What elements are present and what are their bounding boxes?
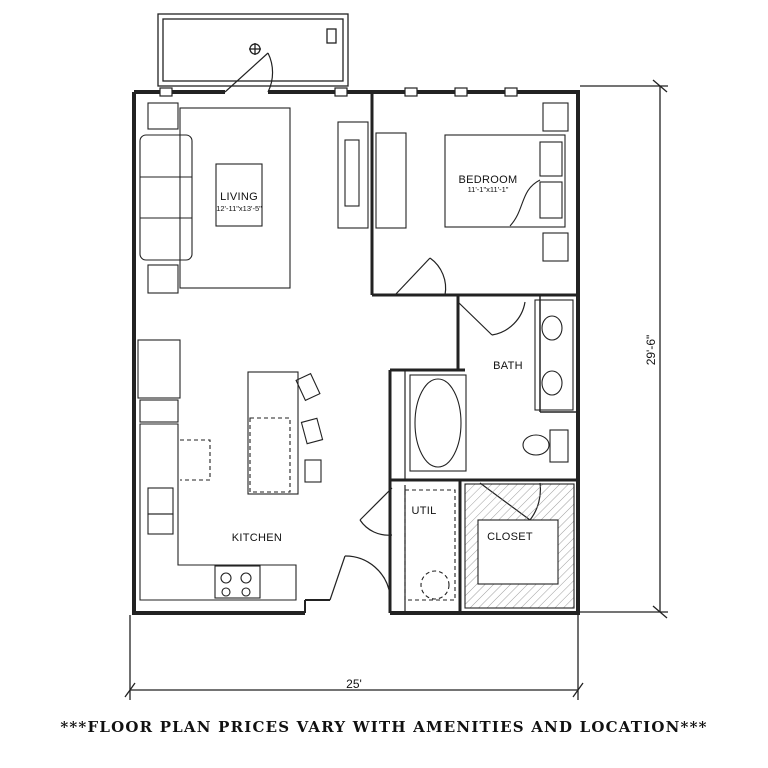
dimension-lines [124, 79, 668, 700]
bath-fixtures [409, 299, 574, 472]
kitchen-label: KITCHEN [232, 532, 282, 544]
width-dimension: 25' [346, 677, 362, 691]
util-label: UTIL [411, 505, 436, 517]
living-furniture [139, 102, 369, 294]
kitchen-fixtures [137, 339, 324, 601]
bath-label: BATH [493, 360, 523, 372]
bedroom-label: BEDROOM [459, 174, 518, 186]
bedroom-furniture [375, 102, 569, 262]
bedroom-size: 11'-1"x11'-1" [468, 185, 509, 194]
disclaimer-text: ***FLOOR PLAN PRICES VARY WITH AMENITIES… [60, 718, 708, 736]
living-label: LIVING [220, 191, 258, 203]
living-size: 12'-11"x13'-5" [216, 204, 262, 213]
closet [464, 483, 575, 609]
room-labels: LIVING 12'-11"x13'-5" BEDROOM 11'-1"x11'… [216, 174, 533, 544]
exterior-walls [132, 87, 580, 615]
util-fixtures [404, 489, 456, 601]
closet-label: CLOSET [487, 531, 533, 543]
balcony-door [224, 52, 274, 93]
depth-dimension: 29'-6" [644, 335, 658, 366]
balcony [157, 13, 349, 87]
